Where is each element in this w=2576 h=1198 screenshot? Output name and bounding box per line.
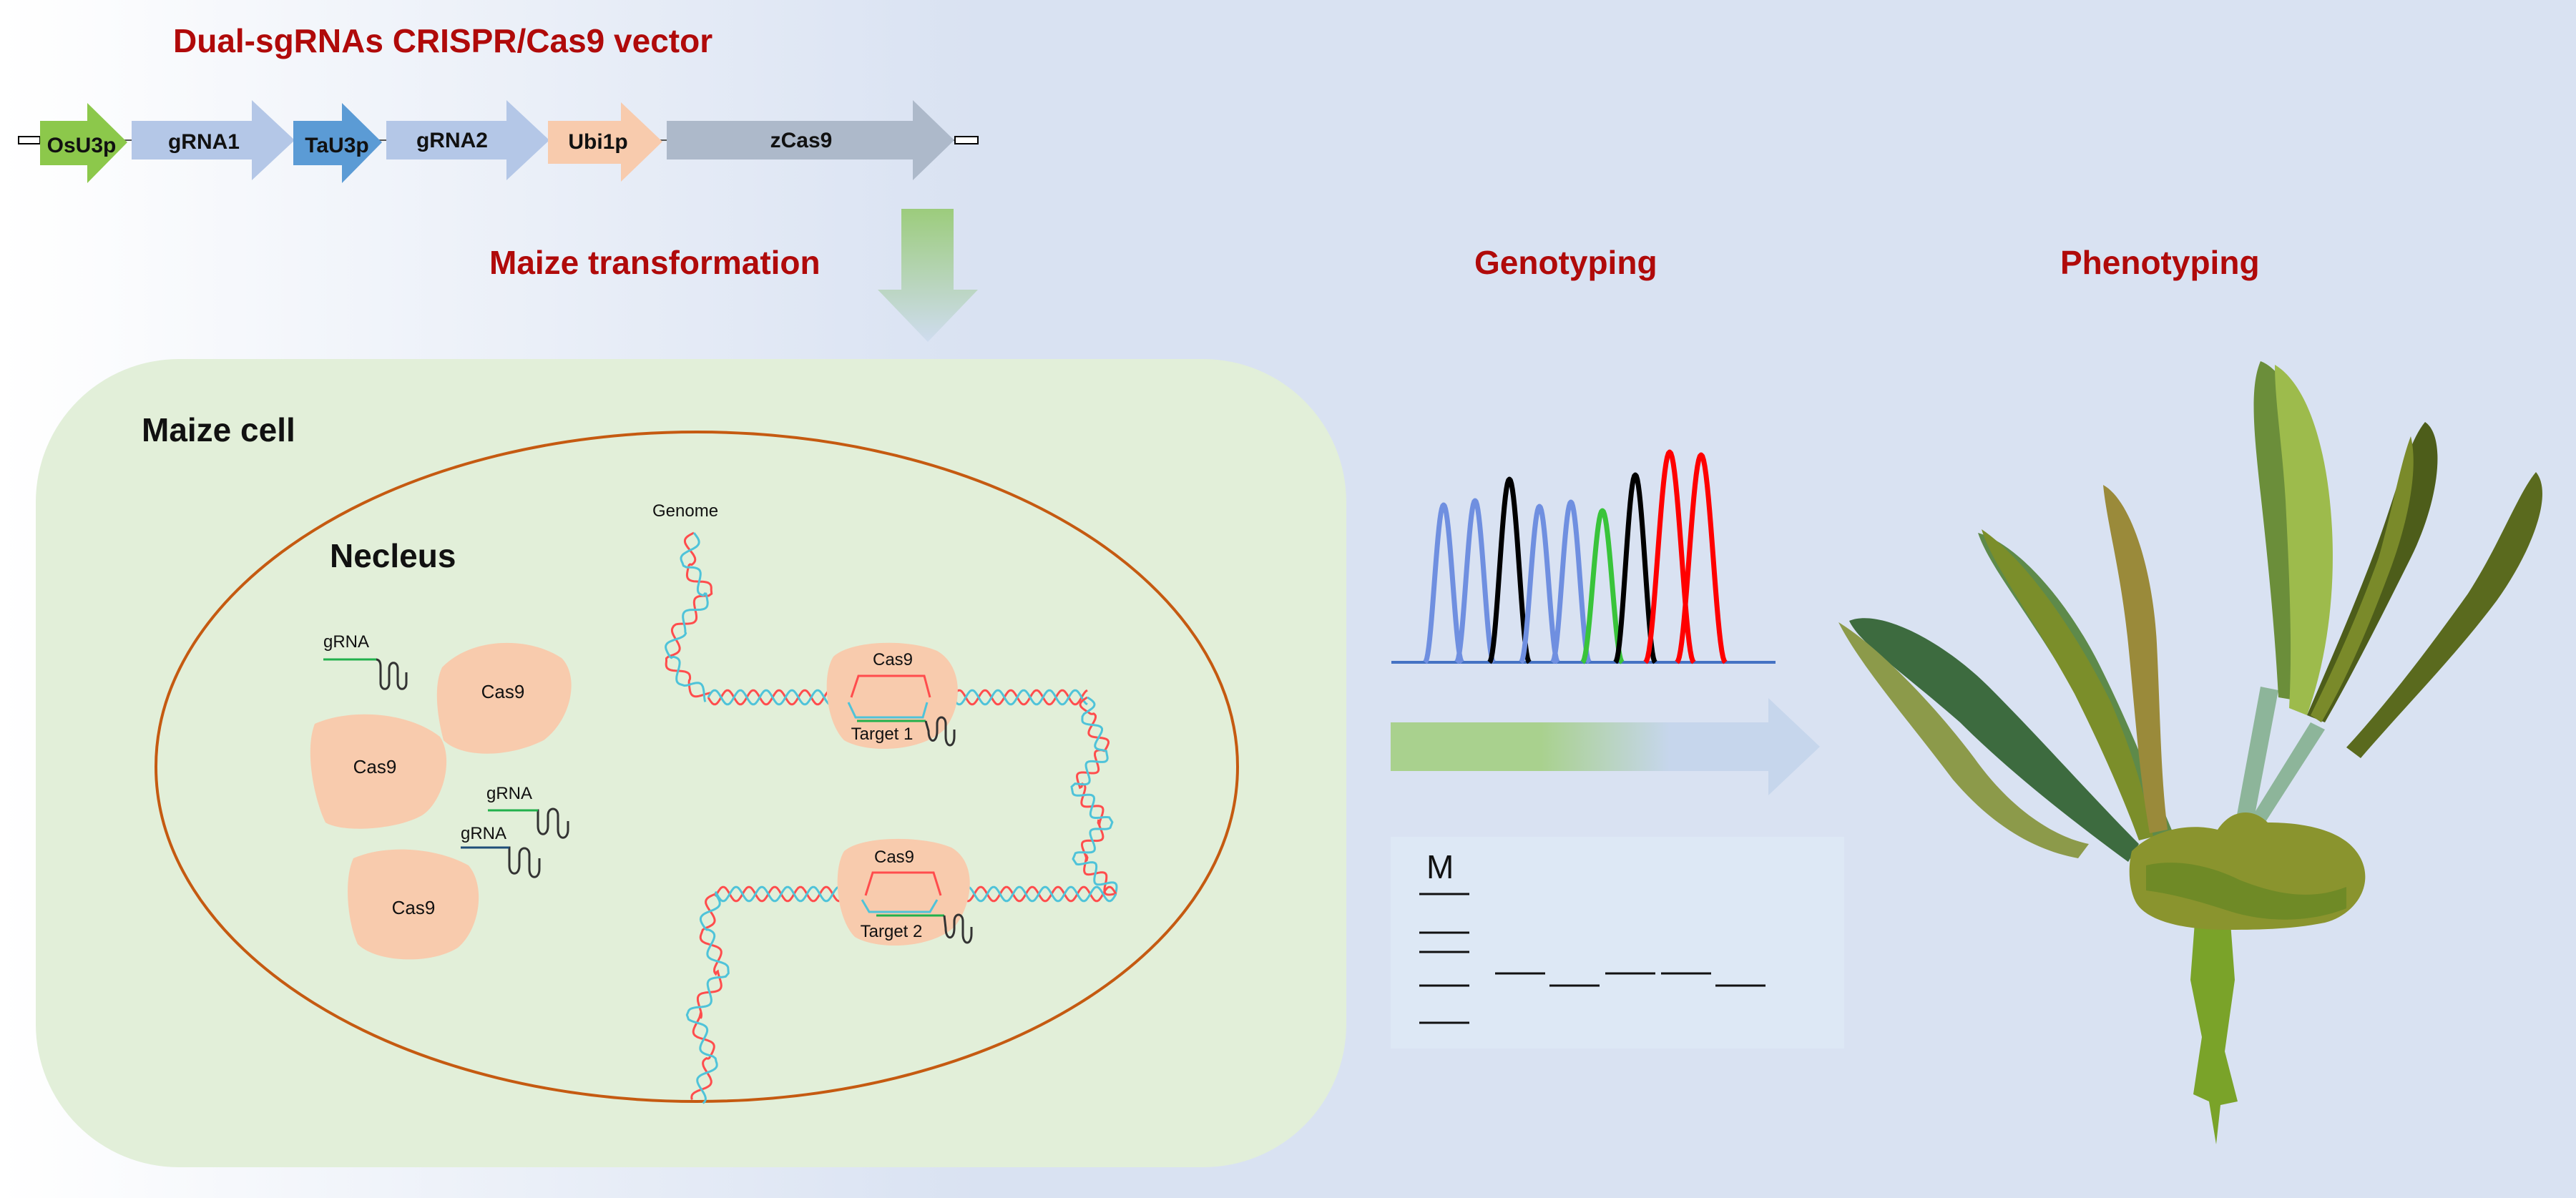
part-grna1-label: gRNA1 [168,130,240,154]
part-grna2-arrow [386,100,549,180]
part-osu3p-label: OsU3p [47,134,117,157]
dna-strand-red-0 [665,531,713,698]
plant-leaf-right-upper-2 [2311,436,2414,722]
vector-backbone-right-end [954,136,979,144]
genotyping-to-phenotyping-arrow [1391,698,1820,795]
phenotyping-title: Phenotyping [2060,244,2260,281]
gel-bands [1419,893,1766,1024]
plant-leaf-left-low-2 [1838,622,2089,858]
cas9-protein-3 [348,849,479,960]
vector-construct: OsU3p gRNA1 TaU3p gRNA2 Ubi1p zCas9 [18,100,979,183]
cas9-protein-3-label: Cas9 [392,897,436,918]
maize-cell [36,359,1346,1167]
plant-leaf-left-mid-2 [1982,529,2153,840]
cas9-protein-1 [436,642,572,754]
free-grna-1 [323,658,408,690]
target-2-label: Target 2 [861,922,923,941]
plant-leaf-center [2103,485,2168,833]
free-grna-2-label: gRNA [486,784,532,803]
cas9-target-complex-2 [837,838,973,946]
maize-cell-title: Maize cell [142,411,295,448]
free-grna-1-label: gRNA [323,632,369,652]
part-ubi1p-arrow [548,102,662,182]
part-ubi1p-label: Ubi1p [568,130,627,154]
vector-backbone-left-end [18,136,41,144]
nucleus-title: Necleus [330,537,456,574]
part-osu3p-arrow [40,103,127,183]
cas9-protein-2-label: Cas9 [353,756,397,777]
genome-label: Genome [652,501,718,521]
free-grna-3 [461,846,541,878]
vector-title: Dual-sgRNAs CRISPR/Cas9 vector [173,22,713,59]
chromatogram-peak-1 [1423,502,1464,664]
part-grna2-label: gRNA2 [416,129,488,152]
chromatogram-peak-4 [1519,504,1560,664]
part-tau3p-arrow [293,103,382,183]
plant-leaf-right-far [2346,472,2542,758]
cas9-protein-1-label: Cas9 [481,681,525,702]
plant-stem [2190,923,2238,1144]
target-1-label: Target 1 [851,725,914,744]
gel-marker-label: M [1426,848,1454,885]
chromatogram-peak-9 [1675,452,1728,664]
cas9-protein-2 [310,714,447,829]
plant-base-highlight [2146,863,2346,920]
transformation-title: Maize transformation [489,244,821,281]
chromatogram-peak-3 [1487,476,1532,664]
dna-strand-cyan-4 [685,893,730,1104]
dna-strand-red-4 [690,893,723,1100]
cas9-target-complex-1 [826,642,958,749]
sanger-chromatogram [1423,449,1728,664]
free-grna-3-label: gRNA [461,824,506,843]
part-zcas9-arrow [667,100,954,180]
part-zcas9-label: zCas9 [770,129,833,152]
chromatogram-peak-5 [1550,499,1592,664]
plant-leaf-left-low [1849,618,2139,862]
cas9-target-complex-1-label: Cas9 [873,650,913,669]
nucleus-membrane [155,431,1239,1103]
chromatogram-peak-2 [1454,498,1496,664]
chromatogram-peak-7 [1613,472,1657,664]
plant-leaf-tall-2 [2275,365,2333,715]
transformation-down-arrow [878,209,978,342]
free-grna-2 [488,807,569,839]
genotyping-title: Genotyping [1474,244,1657,281]
part-tau3p-label: TaU3p [305,134,368,157]
dna-strand-red-2 [1075,696,1117,896]
plant-stalk-right-2 [2246,722,2325,830]
part-grna1-arrow [132,100,295,180]
dna-strand-cyan-0 [665,532,709,702]
plant-stalk-right [2235,687,2278,823]
dna-strand-cyan-2 [1070,696,1118,895]
cas9-target-complex-2-label: Cas9 [874,848,914,867]
gel-panel [1391,837,1844,1049]
maize-plant-illustration [1838,361,2542,1144]
chromatogram-peak-6 [1580,508,1625,664]
